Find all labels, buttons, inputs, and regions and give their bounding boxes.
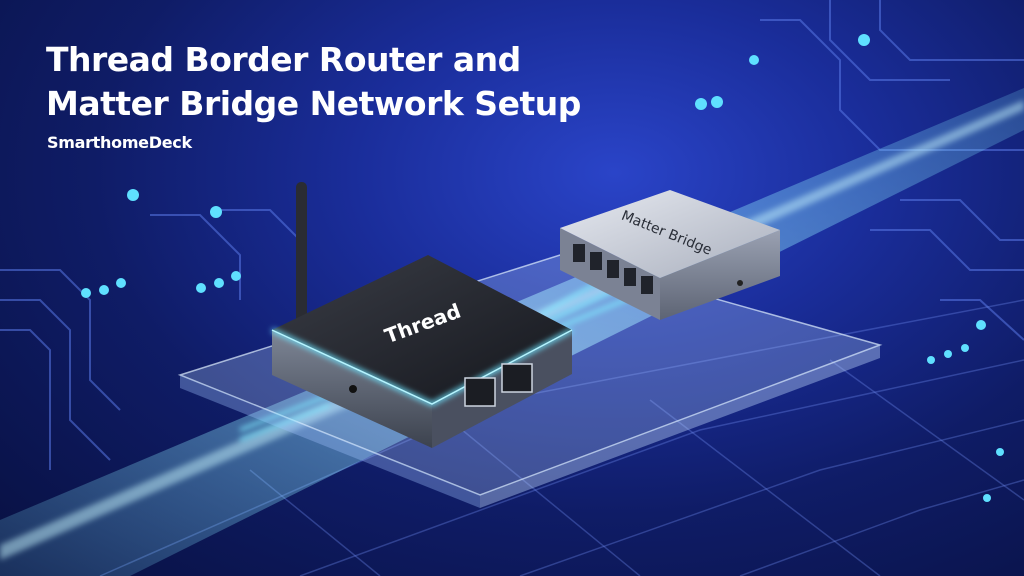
title-line-1: Thread Border Router and <box>46 40 521 79</box>
title-line-2: Matter Bridge Network Setup <box>46 84 581 123</box>
page-title: Thread Border Router and Matter Bridge N… <box>46 38 646 126</box>
ethernet-port <box>464 363 533 407</box>
brand-name: SmarthomeDeck <box>47 133 192 152</box>
thread-router <box>271 255 573 448</box>
matter-bridge <box>560 190 780 320</box>
bridge-ports <box>573 244 653 294</box>
bridge-led <box>737 280 743 286</box>
router-led <box>349 385 357 393</box>
router-antenna <box>296 182 307 324</box>
glow-dots <box>81 34 1004 502</box>
circuit-traces <box>0 0 1024 470</box>
